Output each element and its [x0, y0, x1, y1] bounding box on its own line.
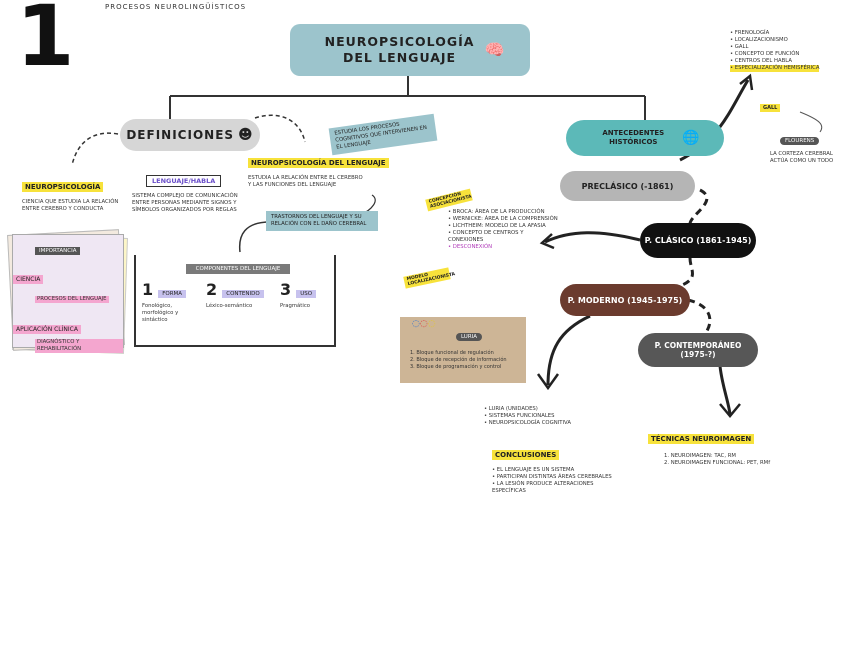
componente-3-label: USO [296, 290, 317, 298]
componente-2-label: CONTENIDO [222, 290, 264, 298]
tecnicas-list: 1. NEUROIMAGEN: TAC, RM 2. NEUROIMAGEN F… [664, 453, 774, 467]
contemporaneo-pill: P. CONTEMPORÁNEO (1975-?) [638, 333, 758, 367]
card-text-1: PROCESOS DEL LENGUAJE [35, 296, 109, 303]
page-title: NEUROPSICOLOGÍA DEL LENGUAJE [324, 34, 475, 65]
componente-3-desc: Pragmático [280, 303, 310, 309]
top-list-item: • LOCALIZACIONISMO [730, 37, 788, 43]
componentes-title: COMPONENTES DEL LENGUAJE [186, 264, 290, 274]
tecnicas-block: TÉCNICAS NEUROIMAGEN 1. NEUROIMAGEN: TAC… [648, 426, 774, 467]
luria-box: LURIA ◌◌◌ 1. Bloque funcional de regulac… [400, 317, 526, 383]
lenguaje-block: LENGUAJE/HABLA SISTEMA COMPLEJO DE COMUN… [132, 168, 240, 214]
antecedentes-label: ANTECEDENTES HISTÓRICOS [602, 129, 665, 146]
conclusiones-list-item: • PARTICIPAN DISTINTAS ÁREAS CEREBRALES [492, 474, 612, 480]
teal-note-mid: TRASTORNOS DEL LENGUAJE Y SU RELACIÓN CO… [266, 211, 378, 231]
tecnicas-list-item: 1. NEUROIMAGEN: TAC, RM [664, 453, 736, 459]
antecedentes-pill: ANTECEDENTES HISTÓRICOS 🌐 [566, 120, 724, 156]
top-list: • FRENOLOGÍA • LOCALIZACIONISMO • GALL •… [730, 30, 830, 72]
lenguaje-label: LENGUAJE/HABLA [146, 175, 222, 187]
neuropsicologia-block: NEUROPSICOLOGÍA CIENCIA QUE ESTUDIA LA R… [22, 174, 122, 213]
componente-1-label: FORMA [158, 290, 187, 298]
moderno-list-item: • SISTEMAS FUNCIONALES [484, 413, 555, 419]
clasico-list-item: • WERNICKE: ÁREA DE LA COMPRENSIÓN [448, 216, 558, 222]
conclusiones-list: • EL LENGUAJE ES UN SISTEMA • PARTICIPAN… [492, 467, 622, 495]
neuro-lenguaje-label: NEUROPSICOLOGÍA DEL LENGUAJE [248, 158, 389, 168]
componente-3: 3 USO Pragmático [280, 280, 330, 310]
luria-list-item: 1. Bloque funcional de regulación [410, 350, 494, 356]
lenguaje-text: SISTEMA COMPLEJO DE COMUNICACIÓN ENTRE P… [132, 193, 238, 213]
conclusiones-list-item: • LA LESIÓN PRODUCE ALTERACIONES ESPECÍF… [492, 481, 594, 494]
moderno-list: • LURIA (UNIDADES) • SISTEMAS FUNCIONALE… [484, 406, 594, 427]
section-number: 1 [16, 0, 75, 85]
componente-2-desc: Léxico-semántico [206, 303, 253, 309]
neuro-lenguaje-text: ESTUDIA LA RELACIÓN ENTRE EL CEREBRO Y L… [248, 175, 363, 188]
card-text-2: DIAGNÓSTICO Y REHABILITACIÓN [35, 339, 123, 353]
componente-1: 1 FORMA Fonológico, morfológico y sintác… [142, 280, 202, 324]
moderno-pill: P. MODERNO (1945-1975) [560, 284, 690, 316]
top-list-item: • ESPECIALIZACIÓN HEMISFÉRICA [730, 65, 820, 72]
tecnicas-label: TÉCNICAS NEUROIMAGEN [648, 434, 755, 444]
top-tag: GALL [760, 104, 781, 112]
componente-2: 2 CONTENIDO Léxico-semántico [206, 280, 270, 310]
top-list-item: • CENTROS DEL HABLA [730, 58, 792, 64]
neuropsicologia-text: CIENCIA QUE ESTUDIA LA RELACIÓN ENTRE CE… [22, 199, 119, 212]
moderno-list-item: • LURIA (UNIDADES) [484, 406, 538, 412]
conclusiones-block: CONCLUSIONES • EL LENGUAJE ES UN SISTEMA… [492, 442, 622, 495]
definiciones-label: DEFINICIONES [126, 128, 235, 142]
neuropsicologia-label: NEUROPSICOLOGÍA [22, 182, 104, 192]
componente-3-number: 3 [280, 280, 292, 299]
card-tag-2: APLICACIÓN CLÍNICA [13, 325, 81, 334]
clasico-pill: P. CLÁSICO (1861-1945) [640, 223, 756, 258]
card-title: IMPORTANCIA [35, 247, 81, 255]
tecnicas-list-item: 2. NEUROIMAGEN FUNCIONAL: PET, RMf [664, 460, 771, 466]
preclasico-pill: PRECLÁSICO (-1861) [560, 171, 695, 201]
luria-list-item: 2. Bloque de recepción de información [410, 357, 507, 363]
conclusiones-label: CONCLUSIONES [492, 450, 560, 460]
top-list-item: • GALL [730, 44, 749, 50]
componente-2-number: 2 [206, 280, 218, 299]
clasico-list-item: • BROCA: ÁREA DE LA PRODUCCIÓN [448, 209, 545, 215]
top-right-text: LA CORTEZA CEREBRAL ACTÚA COMO UN TODO [770, 151, 834, 164]
title-box: NEUROPSICOLOGÍA DEL LENGUAJE 🧠 [290, 24, 530, 76]
clasico-list-item: • CONCEPTO DE CENTROS Y CONEXIONES [448, 230, 524, 243]
clasico-list-item: • LICHTHEIM: MODELO DE LA AFASIA [448, 223, 546, 229]
componente-1-number: 1 [142, 280, 154, 299]
moderno-list-item: • NEUROPSICOLOGÍA COGNITIVA [484, 420, 571, 426]
brain-icon: 🧠 [484, 40, 506, 59]
luria-tag: LURIA [456, 333, 483, 341]
clasico-list-item: • DESCONEXIÓN [448, 244, 493, 250]
conclusiones-list-item: • EL LENGUAJE ES UN SISTEMA [492, 467, 575, 473]
globe-icon: 🌐 [682, 129, 700, 146]
flourens-tag: FLOURENS [780, 137, 820, 145]
componentes-box [134, 255, 336, 347]
mascot-icon: ☻ [238, 127, 254, 143]
neuro-lenguaje-block: NEUROPSICOLOGÍA DEL LENGUAJE ESTUDIA LA … [248, 150, 389, 189]
card-tag-1: CIENCIA [13, 275, 44, 284]
definiciones-pill: DEFINICIONES ☻ [120, 119, 260, 151]
luria-list-item: 3. Bloque de programación y control [410, 364, 502, 370]
importancia-card: IMPORTANCIA CIENCIA PROCESOS DEL LENGUAJ… [12, 234, 124, 353]
page-subtitle: PROCESOS NEUROLINGÜÍSTICOS [105, 3, 247, 11]
componente-1-desc: Fonológico, morfológico y sintáctico [142, 303, 179, 323]
color-dots-icon: ◌◌◌ [412, 319, 436, 329]
top-list-item: • CONCEPTO DE FUNCIÓN [730, 51, 800, 57]
luria-list: 1. Bloque funcional de regulación 2. Blo… [410, 350, 526, 371]
clasico-list: • BROCA: ÁREA DE LA PRODUCCIÓN • WERNICK… [448, 209, 558, 251]
top-list-item: • FRENOLOGÍA [730, 30, 770, 36]
